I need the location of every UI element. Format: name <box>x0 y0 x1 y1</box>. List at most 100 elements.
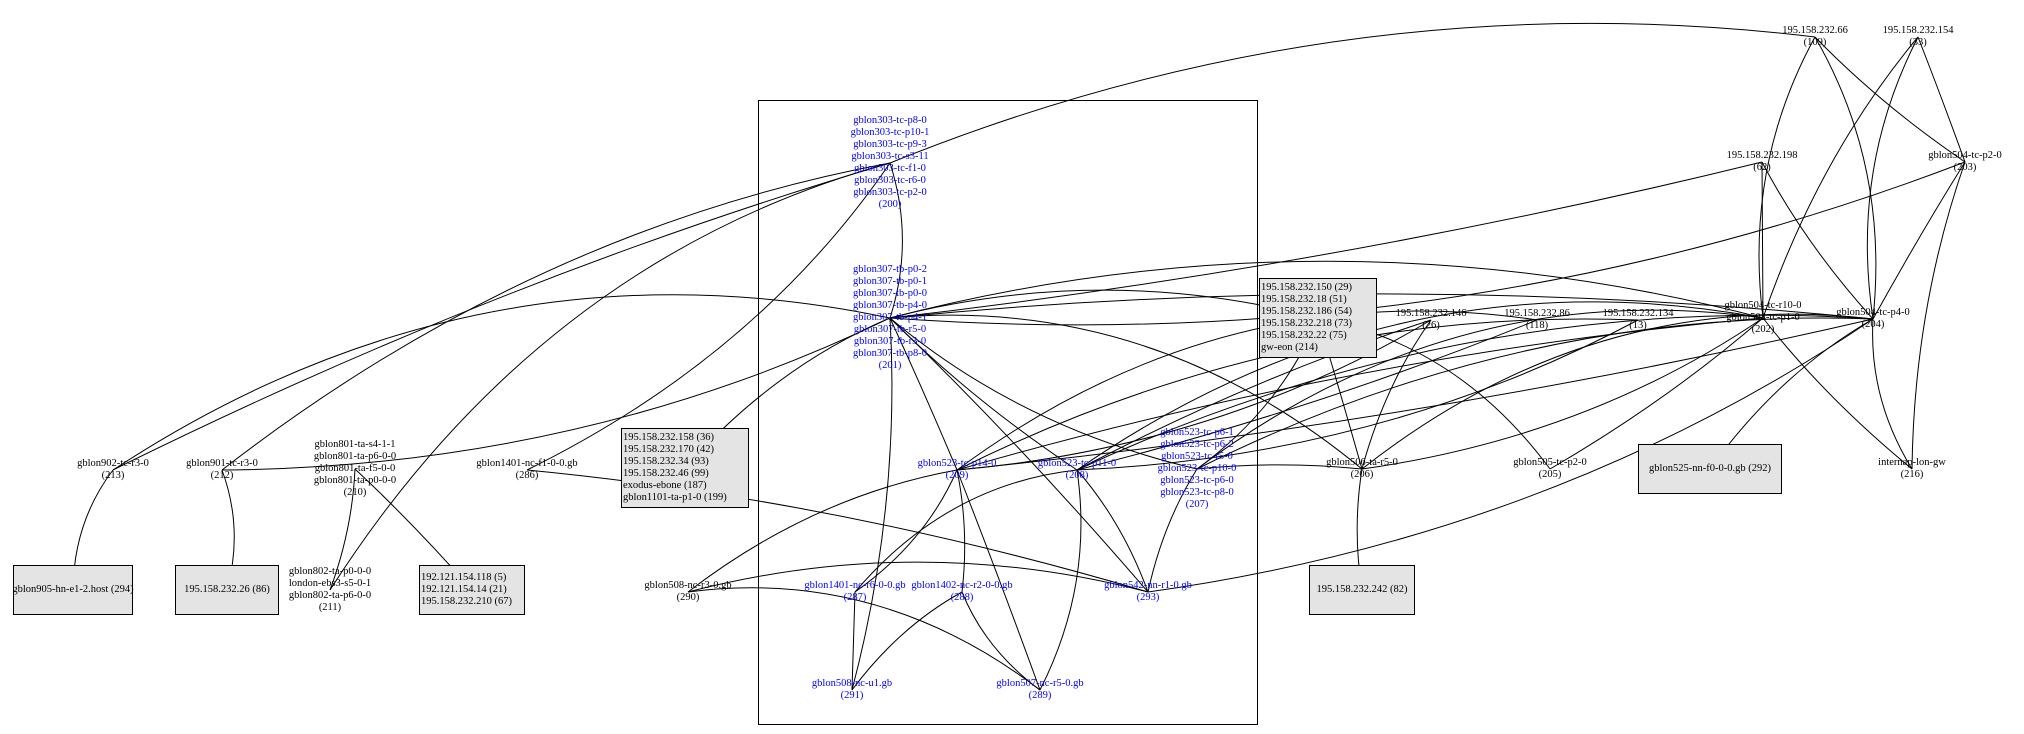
graph-edge <box>112 162 891 471</box>
node-label: 195.158.232.26 (86) <box>184 584 270 595</box>
graph-node[interactable]: gblon1401-nc-f1-0-0.gb(286) <box>476 458 577 482</box>
graph-node[interactable]: gblon1401-nc-r6-0-0.gb(287) <box>804 580 905 604</box>
graph-node[interactable]: gblon542-nn-r1-0.gb(293) <box>1104 580 1192 604</box>
graph-node[interactable]: 195.158.232.154(33) <box>1883 25 1954 49</box>
node-label: gblon523-tc-p6-1 <box>1160 427 1234 438</box>
node-id-label: (205) <box>1538 469 1562 480</box>
graph-node[interactable]: 195.158.232.26 (86) <box>175 565 279 615</box>
node-label: gblon801-ta-s4-1-1 <box>314 439 396 450</box>
node-label: gblon303-tc-p8-0 <box>853 115 927 126</box>
graph-edge <box>854 469 958 593</box>
node-label: 195.158.232.46 (99) <box>623 468 709 479</box>
graph-edge <box>889 260 1764 319</box>
graph-node[interactable]: gblon508-nc-u1.gb(291) <box>812 678 892 702</box>
node-label: gblon307-tb-p0-2 <box>852 264 928 275</box>
graph-node[interactable]: 195.158.232.86(118) <box>1504 308 1570 332</box>
graph-edge <box>1814 36 1966 163</box>
graph-edge <box>1076 469 1149 593</box>
graph-edge <box>221 162 891 471</box>
graph-edge <box>1196 464 1363 470</box>
graph-edge <box>1761 161 1764 319</box>
graph-edge <box>851 591 963 691</box>
node-label: gblon1101-ta-p1-0 (199) <box>623 492 727 503</box>
graph-edge <box>687 561 1149 593</box>
node-id-label: (293) <box>1136 592 1160 603</box>
graph-node[interactable]: gblon504-tc-p4-0(204) <box>1836 307 1910 331</box>
graph-node[interactable]: gblon525-nn-f0-0-0.gb (292) <box>1638 444 1782 494</box>
graph-edge <box>956 318 1874 471</box>
graph-node[interactable]: gblon506-ta-r5-0(206) <box>1326 457 1398 481</box>
graph-node[interactable]: 195.158.232.198(62) <box>1727 150 1798 174</box>
node-label: gblon303-tc-f1-0 <box>854 163 926 174</box>
graph-node[interactable]: gblon508-nc-r3-0.gb(290) <box>644 580 731 604</box>
graph-edge <box>956 469 966 593</box>
node-id-label: (33) <box>1909 37 1927 48</box>
node-id-label: (204) <box>1861 319 1885 330</box>
node-label: 192.121.154.118 (5) <box>421 572 507 583</box>
node-label: 195.158.232.134 <box>1602 308 1674 319</box>
graph-edge <box>687 469 958 593</box>
node-label: gblon905-hn-e1-2.host (294) <box>12 584 134 595</box>
graph-edge <box>851 591 856 691</box>
node-label: gblon307-tb-r5-0 <box>853 324 927 335</box>
node-id-label: (201) <box>878 360 902 371</box>
graph-node[interactable]: gblon1402-nc-r2-0-0.gb(288) <box>911 580 1012 604</box>
node-id-label: (290) <box>676 592 700 603</box>
graph-edge <box>112 294 891 471</box>
node-id-label: (210) <box>343 487 367 498</box>
graph-node[interactable]: gblon505-tc-p2-0(205) <box>1513 457 1587 481</box>
graph-edge <box>329 468 356 591</box>
graph-node[interactable]: 195.158.232.150 (29)195.158.232.18 (51)1… <box>1259 278 1377 358</box>
node-label: 195.158.232.186 (54) <box>1261 306 1352 317</box>
node-label: gblon506-ta-r5-0 <box>1326 457 1398 468</box>
graph-node[interactable]: gblon523-tc-p11-0(208) <box>1038 458 1116 482</box>
node-label: 195.158.232.218 (73) <box>1261 318 1352 329</box>
node-label: gblon505-tc-p2-0 <box>1513 457 1587 468</box>
node-label: gblon901-tc-r3-0 <box>186 458 258 469</box>
graph-node[interactable]: gblon905-hn-e1-2.host (294) <box>12 565 134 615</box>
graph-edge <box>854 469 1078 593</box>
graph-edge <box>526 469 1149 593</box>
graph-node[interactable]: 195.158.232.242 (82) <box>1309 565 1415 615</box>
node-id-label: (109) <box>1803 37 1827 48</box>
graph-node[interactable]: 195.158.232.66(109) <box>1782 25 1848 49</box>
graph-edge <box>1872 161 1966 320</box>
graph-node[interactable]: gblon902-tc-r3-0(213) <box>77 458 149 482</box>
node-label: gblon1401-nc-r6-0-0.gb <box>804 580 906 591</box>
node-label: internap-lon-gw <box>1878 457 1946 468</box>
node-label: 195.158.232.146 <box>1395 308 1467 319</box>
node-id-label: (213) <box>101 470 125 481</box>
graph-node[interactable]: 195.158.232.134(13) <box>1603 308 1674 332</box>
graph-edge <box>1762 317 1913 470</box>
graph-edge <box>1076 319 1639 471</box>
graph-node[interactable]: gblon901-tc-r3-0(212) <box>186 458 258 482</box>
node-label: gblon307-tb-p4-0 <box>852 300 928 311</box>
node-label: 195.158.232.86 <box>1504 308 1570 319</box>
graph-node[interactable]: gblon507-nc-r5-0.gb(289) <box>996 678 1083 702</box>
node-id-label: (289) <box>1028 690 1052 701</box>
node-id-label: (118) <box>1525 320 1549 331</box>
graph-node[interactable]: internap-lon-gw(216) <box>1878 457 1946 481</box>
graph-edge <box>1872 318 1913 470</box>
graph-node[interactable]: 192.121.154.118 (5)192.121.154.14 (21)19… <box>419 565 525 615</box>
node-label: gblon523-tc-p10-0 <box>1157 463 1237 474</box>
node-label: 195.158.232.154 <box>1882 25 1954 36</box>
node-label: gblon303-tc-p10-1 <box>850 127 930 138</box>
node-label: gblon303-tc-s3-11 <box>851 151 929 162</box>
graph-node[interactable]: gblon504-tc-p2-0(203) <box>1928 150 2002 174</box>
graph-edge <box>956 310 1538 471</box>
graph-edge <box>1076 319 1538 471</box>
graph-node[interactable]: 195.158.232.158 (36)195.158.232.170 (42)… <box>621 428 749 508</box>
node-label: gblon303-tc-r6-0 <box>854 175 926 186</box>
node-label: gblon1401-nc-f1-0-0.gb <box>476 458 578 469</box>
graph-node[interactable]: 195.158.232.146(26) <box>1396 308 1467 332</box>
node-id-label: (26) <box>1422 320 1440 331</box>
graph-node[interactable]: gblon523-tc-p14-0(209) <box>918 458 997 482</box>
